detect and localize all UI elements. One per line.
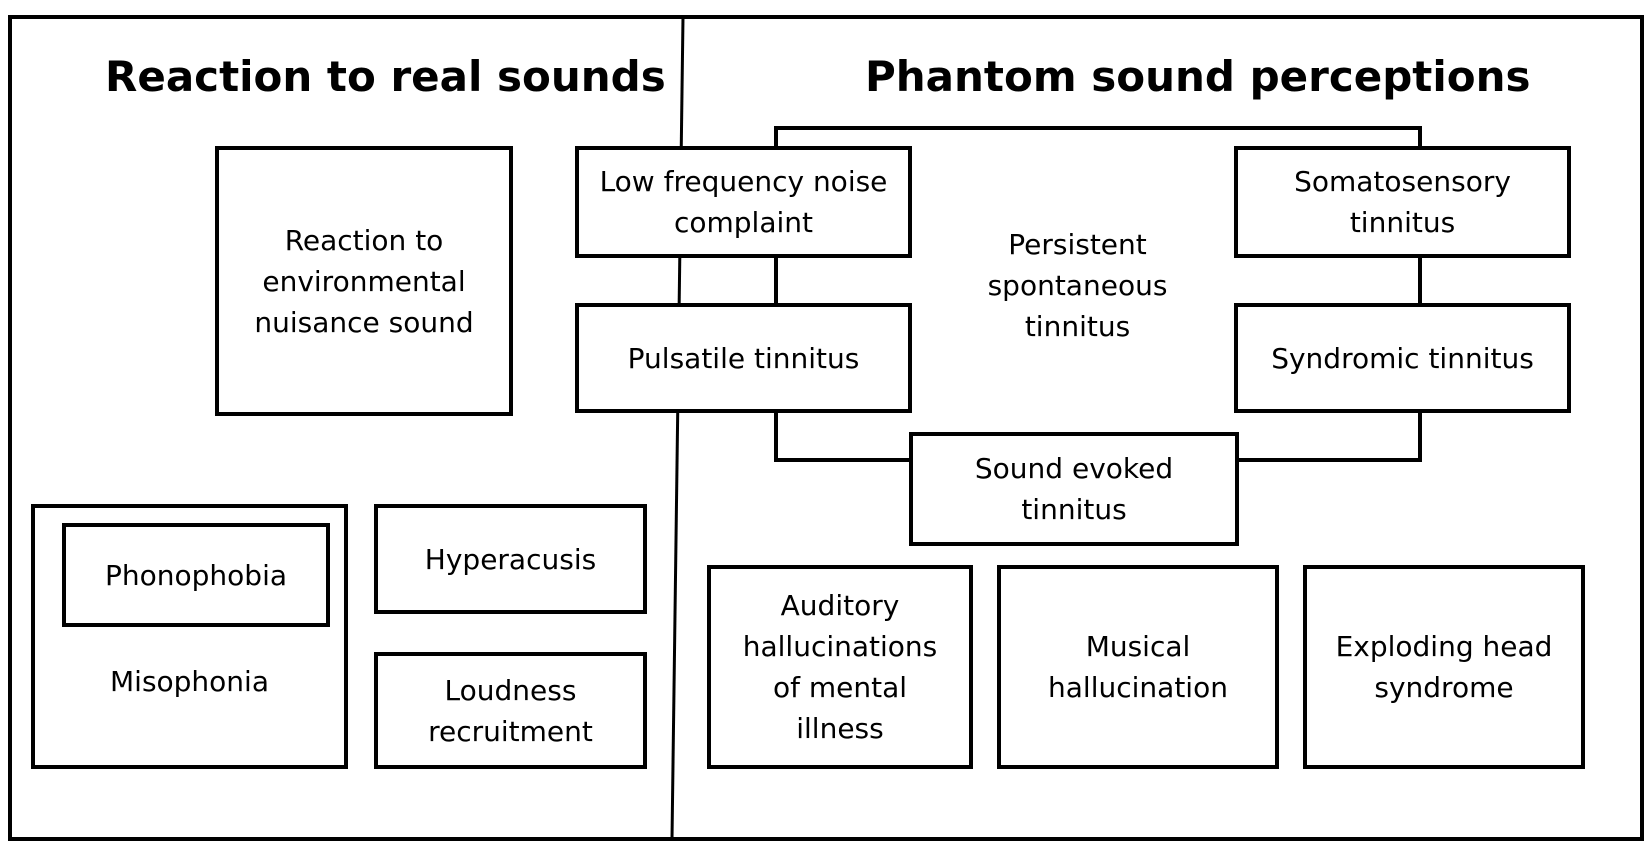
phonophobia-node: Phonophobia bbox=[62, 523, 330, 627]
misophonia-label: Misophonia bbox=[110, 665, 269, 698]
loudness-recruitment-node: Loudness recruitment bbox=[374, 652, 647, 769]
section-divider bbox=[670, 16, 685, 840]
auditory-hallucinations-node: Auditory hallucinations of mental illnes… bbox=[707, 565, 973, 769]
somatosensory-tinnitus-node: Somatosensory tinnitus bbox=[1234, 146, 1571, 258]
tinnitus-frame-bottom-right bbox=[1238, 413, 1422, 462]
left-section-title: Reaction to real sounds bbox=[105, 52, 666, 101]
tinnitus-frame-bottom-left bbox=[774, 413, 912, 462]
low-frequency-noise-node: Low frequency noise complaint bbox=[575, 146, 912, 258]
musical-hallucination-node: Musical hallucination bbox=[997, 565, 1279, 769]
sound-evoked-tinnitus-node: Sound evoked tinnitus bbox=[909, 432, 1239, 546]
outer-frame bbox=[8, 15, 1644, 841]
exploding-head-node: Exploding head syndrome bbox=[1303, 565, 1585, 769]
persistent-tinnitus-label: Persistent spontaneous tinnitus bbox=[987, 228, 1168, 343]
syndromic-tinnitus-node: Syndromic tinnitus bbox=[1234, 303, 1571, 413]
env-nuisance-node: Reaction to environmental nuisance sound bbox=[215, 146, 513, 416]
pulsatile-tinnitus-node: Pulsatile tinnitus bbox=[575, 303, 912, 413]
right-section-title: Phantom sound perceptions bbox=[865, 52, 1531, 101]
hyperacusis-node: Hyperacusis bbox=[374, 504, 647, 614]
tinnitus-frame-top bbox=[774, 126, 1422, 148]
